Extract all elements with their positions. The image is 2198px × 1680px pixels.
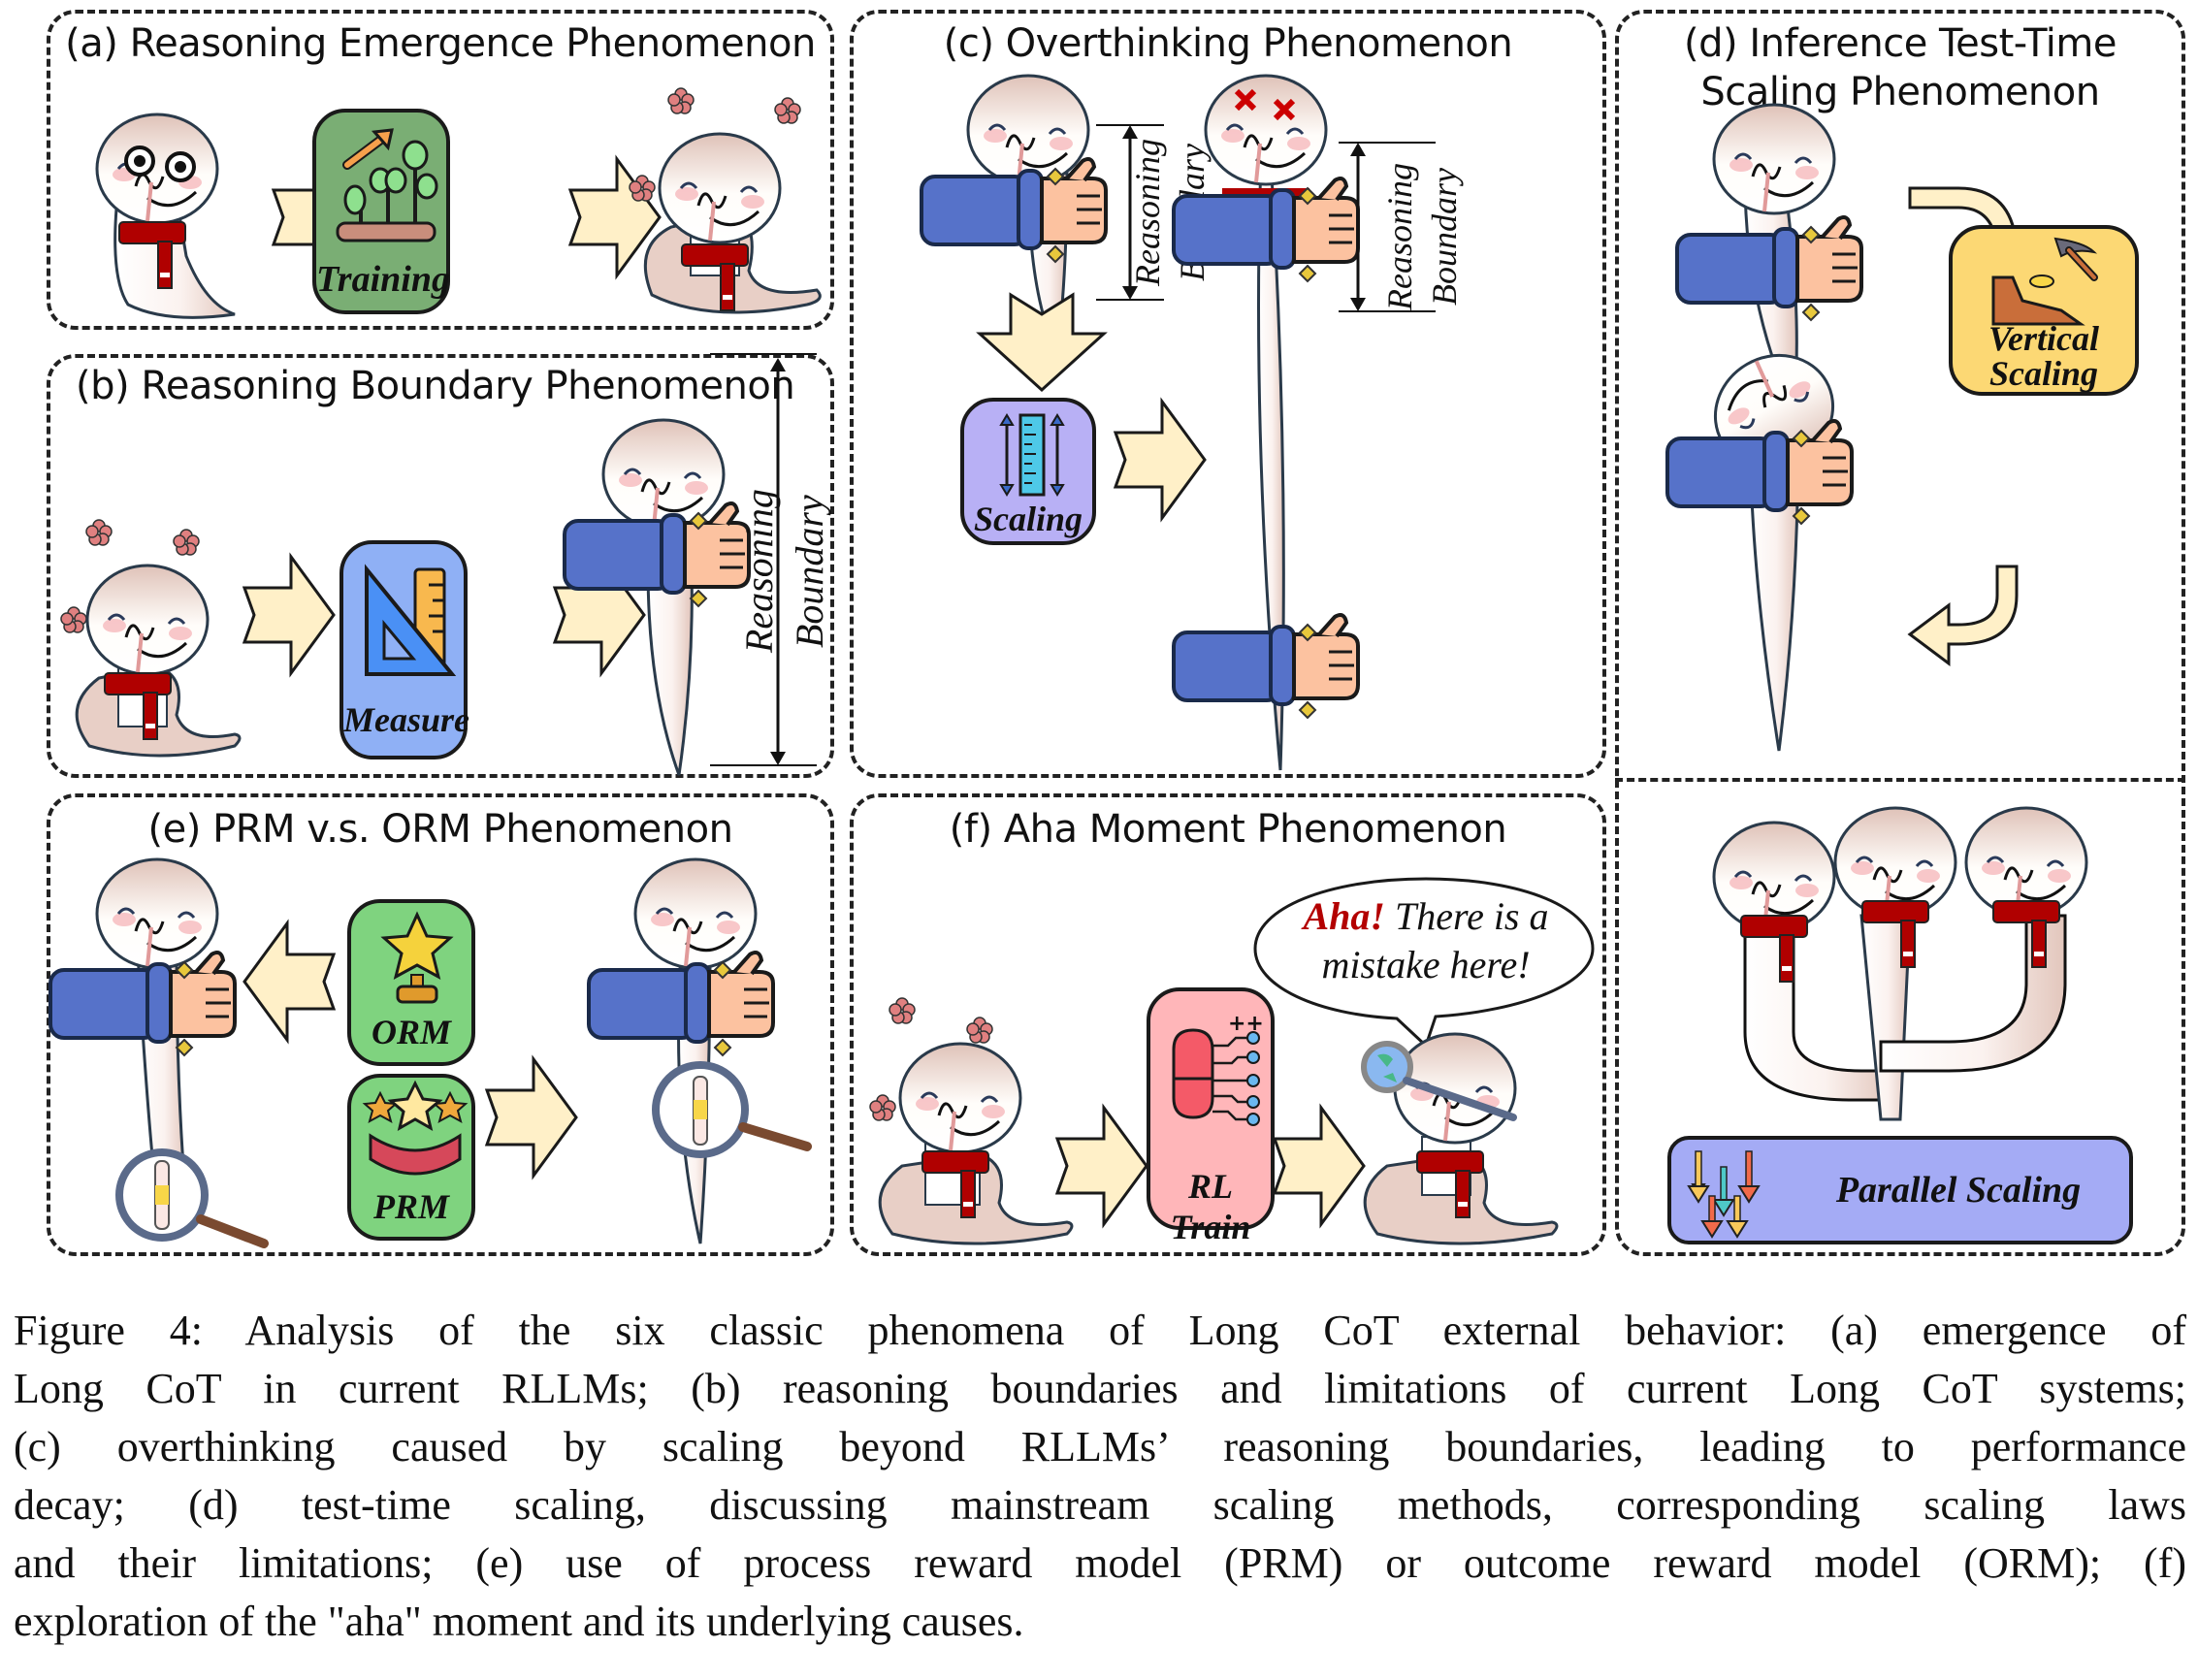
arrow-left-icon [242,919,337,1045]
scaling-label: Scaling [973,500,1083,538]
snake-orm-icon [48,857,269,1248]
snake-coiled-icon [60,519,242,758]
figure-caption: Figure 4: Analysis of the six classic ph… [14,1302,2186,1651]
trophy-star-icon [380,911,454,1004]
snake-happy-icon [629,87,822,314]
panel-c-title: (c) Overthinking Phenomenon [943,21,1513,66]
measure-box: Measure [339,540,470,759]
training-box: Training [312,109,450,314]
prm-box: PRM [347,1074,475,1241]
panel-d-divider [1615,778,2185,782]
snake-magnifier-icon [1361,1032,1559,1245]
snake-curious-icon [95,113,236,319]
arrow-right-icon [1055,1106,1148,1226]
orm-label: ORM [371,1013,452,1051]
panel-b-title: (b) Reasoning Boundary Phenomenon [76,364,795,408]
panel-e: (e) PRM v.s. ORM Phenomenon ORM PRM [47,793,834,1256]
pickaxe-mining-icon [1991,237,2098,326]
aha-bubble-text: Aha! There is a mistake here! [1271,892,1581,989]
panel-f-title: (f) Aha Moment Phenomenon [949,807,1507,852]
ruler-scaling-icon [999,413,1065,497]
reasoning-word: Reasoning [737,489,781,654]
set-square-ruler-icon [365,564,457,676]
rl-train-label: RL Train [1170,1167,1251,1246]
parallel-scaling-box: Parallel Scaling [1667,1136,2133,1244]
caption-line: and their limitations; (e) use of proces… [14,1539,2186,1587]
snake-prm-icon [587,857,812,1244]
vertical-scaling-label-2: Scaling [1988,354,2099,393]
panel-a: (a) Reasoning Emergence Phenomenon Train… [47,10,834,330]
caption-line: exploration of the "aha" moment and its … [14,1598,1024,1645]
aha-rest-2: mistake here! [1321,943,1531,986]
scaling-box: Scaling [960,398,1096,545]
caption-line: (c) overthinking caused by scaling beyon… [14,1423,2186,1470]
snake-coiled-icon [869,997,1074,1245]
reasoning-boundary-right-label: Reasoning Boundary [1377,149,1467,324]
panel-a-title: (a) Reasoning Emergence Phenomenon [65,21,816,66]
snake-overstretched-icon [1172,74,1360,771]
caption-line: decay; (d) test-time scaling, discussing… [14,1481,2186,1529]
arrow-right-icon [242,555,336,675]
rl-train-box: ++ RL Train [1147,987,1275,1246]
orm-box: ORM [347,899,475,1066]
stars-ribbon-icon [362,1080,469,1176]
boundary-word: Boundary [788,495,831,648]
arrow-down-icon [976,292,1108,393]
parallel-arrows-icon [1687,1150,1761,1239]
vertical-scaling-box: Vertical Scaling [1949,225,2139,396]
training-label: Training [316,259,450,300]
panel-d: (d) Inference Test-Time Scaling Phenomen… [1615,10,2185,1256]
plant-growth-icon [336,128,438,242]
caption-line: Figure 4: Analysis of the six classic ph… [14,1307,2186,1354]
brain-circuit-icon: ++ [1172,1012,1264,1126]
snakes-parallel-icon [1712,806,2088,1121]
parallel-scaling-label: Parallel Scaling [1835,1170,2082,1211]
aha-word: Aha! [1303,894,1385,938]
panel-e-title: (e) PRM v.s. ORM Phenomenon [147,807,733,852]
speech-bubble [1253,877,1595,1049]
measure-label: Measure [343,700,470,739]
caption-line: Long CoT in current RLLMs; (b) reasoning… [14,1365,2186,1412]
dimension-line [710,353,817,766]
aha-rest-1: There is a [1384,894,1549,938]
prm-label: PRM [372,1187,449,1226]
panel-b: (b) Reasoning Boundary Phenomenon Measur… [47,353,835,778]
panel-f: (f) Aha Moment Phenomenon ++ RL Train Ah… [850,793,1606,1256]
panel-d-title-2: Scaling Phenomenon [1700,70,2100,114]
vertical-scaling-label-1: Vertical [1988,319,2099,358]
panel-c: (c) Overthinking Phenomenon Reasoning Bo… [850,10,1606,778]
dimension-line-left [1096,124,1164,301]
dimension-line-right [1339,142,1436,312]
reasoning-word: Reasoning [1380,163,1419,310]
reasoning-boundary-label: Reasoning Boundary [734,387,835,756]
snake-vertical-icon [1665,103,1863,752]
panel-d-title-1: (d) Inference Test-Time [1684,21,2117,66]
snake-held-icon [563,418,751,776]
svg-text:++: ++ [1228,1012,1264,1036]
boundary-word: Boundary [1425,168,1464,306]
